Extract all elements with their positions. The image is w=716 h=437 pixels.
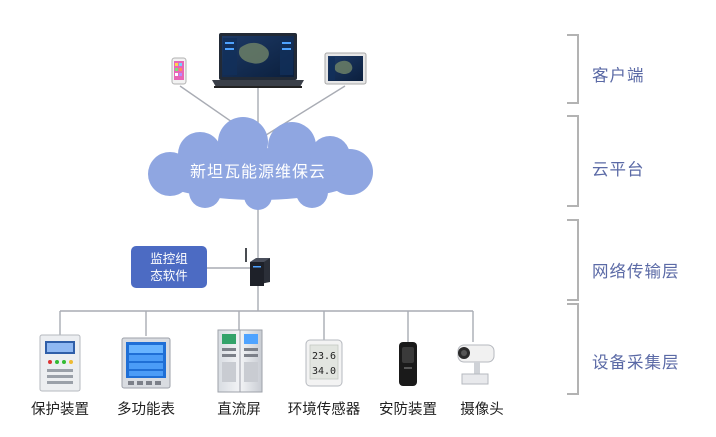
bracket-client [567, 34, 579, 104]
network-switch-icon [245, 248, 270, 286]
multifunction-meter-icon [121, 337, 171, 389]
device-label-security: 安防装置 [379, 402, 437, 418]
line-tablet-cloud [257, 85, 346, 141]
bracket-cloud [567, 115, 579, 207]
bracket-device [567, 303, 579, 395]
layer-label-network: 网络传输层 [592, 262, 680, 281]
laptop-icon [212, 33, 304, 88]
protection-device-icon [39, 334, 81, 392]
monitoring-software-box[interactable]: 监控组 态软件 [131, 246, 207, 288]
cloud-shape [148, 117, 373, 210]
layer-label-cloud: 云平台 [592, 160, 645, 179]
bracket-network [567, 219, 579, 301]
device-label-meter: 多功能表 [117, 402, 175, 418]
device-label-sensor: 环境传感器 [287, 402, 361, 418]
connection-lines [59, 85, 474, 342]
sensor-humidity: 34.0 [312, 366, 336, 377]
layer-label-device: 设备采集层 [592, 353, 680, 372]
layer-label-client: 客户端 [592, 66, 645, 85]
layer-brackets [567, 34, 579, 395]
phone-icon [171, 57, 187, 85]
tablet-icon [324, 52, 367, 85]
environment-sensor-icon: 23.6 34.0 [305, 339, 343, 387]
security-device-icon [399, 342, 417, 386]
software-line-2: 态软件 [150, 268, 188, 283]
cloud-label: 新坦瓦能源维保云 [189, 162, 326, 181]
camera-icon [457, 344, 495, 385]
sensor-temperature: 23.6 [312, 351, 336, 362]
device-label-dc-panel: 直流屏 [217, 402, 261, 418]
dc-panel-icon [217, 329, 263, 393]
software-line-1: 监控组 [150, 251, 188, 266]
device-label-camera: 摄像头 [460, 402, 504, 418]
device-label-protection: 保护装置 [31, 402, 89, 418]
